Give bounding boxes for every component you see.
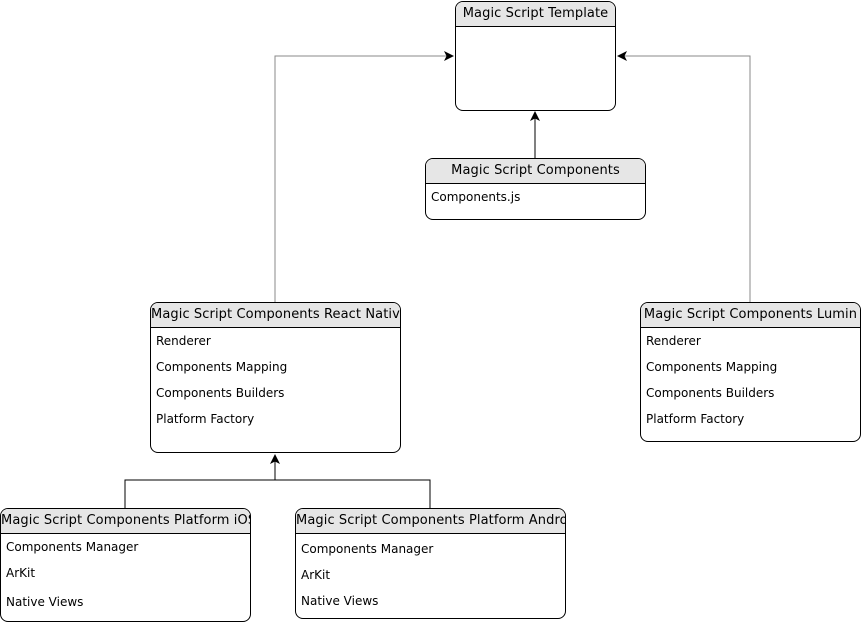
- box-magic-script-components-react-native: Magic Script Components React Native Ren…: [150, 302, 401, 453]
- box-item-native-views: Native Views: [6, 595, 84, 609]
- box-item-components-manager: Components Manager: [301, 542, 434, 556]
- connector-ios-to-react-native: [124, 479, 275, 508]
- box-item-renderer: Renderer: [156, 334, 211, 348]
- box-item-components-mapping: Components Mapping: [156, 360, 288, 374]
- box-magic-script-components-platform-ios: Magic Script Components Platform iOS Com…: [0, 508, 251, 622]
- box-item-components-mapping: Components Mapping: [646, 360, 778, 374]
- connector-react-native-to-template: [274, 51, 454, 302]
- box-magic-script-components-platform-android: Magic Script Components Platform Android…: [295, 508, 566, 619]
- box-magic-script-components-lumin: Magic Script Components Lumin Renderer C…: [640, 302, 861, 442]
- box-title: Magic Script Components: [426, 159, 645, 184]
- box-item-platform-factory: Platform Factory: [156, 412, 255, 426]
- box-title: Magic Script Template: [456, 2, 615, 27]
- box-item-components-builders: Components Builders: [156, 386, 285, 400]
- connector-android-to-react-native: [275, 479, 431, 508]
- box-title: Magic Script Components Lumin: [641, 303, 860, 328]
- box-item-platform-factory: Platform Factory: [646, 412, 745, 426]
- box-item-native-views: Native Views: [301, 594, 379, 608]
- box-item-renderer: Renderer: [646, 334, 701, 348]
- box-magic-script-components: Magic Script Components Components.js: [425, 158, 646, 220]
- connector-lumin-to-template: [617, 51, 751, 302]
- box-item-arkit: ArKit: [6, 566, 36, 580]
- box-magic-script-template: Magic Script Template: [455, 1, 616, 111]
- box-title: Magic Script Components Platform Android: [296, 509, 565, 534]
- box-item-components-js: Components.js: [431, 190, 521, 204]
- box-item-components-manager: Components Manager: [6, 540, 139, 554]
- box-item-components-builders: Components Builders: [646, 386, 775, 400]
- box-item-arkit: ArKit: [301, 568, 331, 582]
- box-title: Magic Script Components Platform iOS: [1, 509, 250, 534]
- box-title: Magic Script Components React Native: [151, 303, 400, 328]
